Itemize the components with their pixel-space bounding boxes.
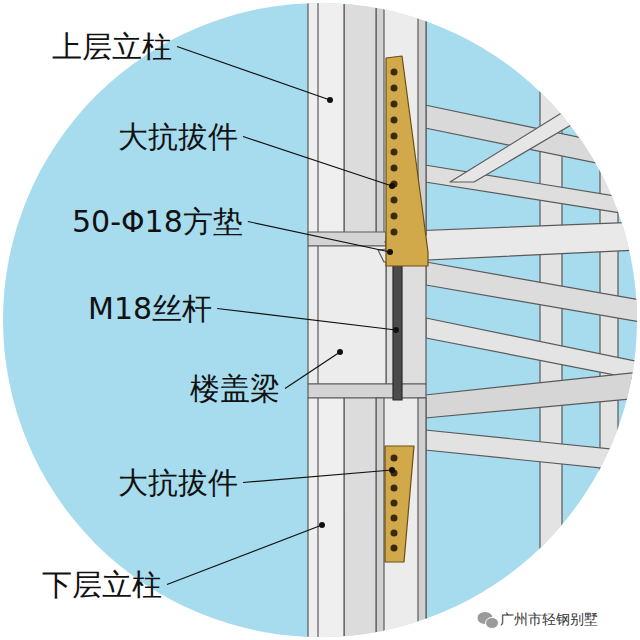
bolt-hole <box>391 165 398 172</box>
floor-joist-bottom <box>425 372 640 418</box>
chat-bubble <box>486 618 499 629</box>
leader-dot <box>327 97 333 103</box>
bolt-hole <box>391 85 398 92</box>
watermark: 广州市轻钢别墅 <box>500 612 598 627</box>
watermark-icon <box>477 612 499 629</box>
bolt-holes <box>391 69 398 236</box>
steel-stud <box>600 0 618 640</box>
part-label: 上层立柱 <box>52 30 172 63</box>
steel-stud <box>540 0 562 640</box>
part-label: 大抗拔件 <box>118 120 238 153</box>
upper-stud <box>308 0 344 235</box>
stud-flange <box>376 398 384 640</box>
part-label: 大抗拔件 <box>118 466 238 499</box>
floor-joist <box>426 318 640 380</box>
truss-web <box>520 20 640 60</box>
bolt-hole <box>391 149 398 156</box>
steel-stud <box>376 398 426 640</box>
leader-line <box>217 309 396 331</box>
steel-stud <box>344 398 376 640</box>
hold-down <box>385 446 414 562</box>
bolt-hole <box>391 500 398 507</box>
stud-flange <box>376 0 384 235</box>
leader-line <box>243 137 392 187</box>
stud-lip <box>317 0 318 232</box>
bolt-hole <box>391 530 398 537</box>
truss-chord <box>425 165 640 216</box>
leader-line <box>243 470 392 483</box>
lower-stud <box>308 398 344 640</box>
bolt-hole <box>391 197 398 204</box>
bolt-hole <box>391 229 398 236</box>
leader-dot <box>389 467 395 473</box>
truss-web <box>450 104 600 182</box>
stud-flange <box>418 398 426 640</box>
bolt-hole <box>391 133 398 140</box>
beam-flange <box>308 384 426 398</box>
steel-members <box>308 0 640 640</box>
part-label: M18丝杆 <box>88 292 212 325</box>
steel-stud <box>344 0 376 235</box>
part-label: 楼盖梁 <box>190 372 280 405</box>
leader-line <box>177 47 330 101</box>
bolt-hole <box>391 117 398 124</box>
leader-dot <box>389 183 395 189</box>
beam-flange <box>308 232 386 246</box>
bolt-hole <box>391 101 398 108</box>
wall-track <box>425 430 640 472</box>
part-label: 50-Φ18方垫 <box>72 205 243 238</box>
stud-lip <box>317 398 318 640</box>
floor-joist <box>426 262 640 322</box>
floor-beam <box>308 246 386 384</box>
leader-dot <box>387 249 393 255</box>
leader-line <box>285 352 340 389</box>
bolt-hole <box>391 455 398 462</box>
leader-line <box>248 222 390 253</box>
bolt-hole <box>391 485 398 492</box>
bolt-hole <box>391 213 398 220</box>
bolt-hole <box>391 545 398 552</box>
hold-down <box>386 56 428 266</box>
bolt-hole <box>391 515 398 522</box>
bolt-hole <box>391 69 398 76</box>
leader-dot <box>319 522 325 528</box>
leader-dot <box>337 349 343 355</box>
leader-dot <box>393 327 399 333</box>
beam-lip <box>317 246 318 384</box>
joist-web <box>386 262 426 384</box>
part-label: 下层立柱 <box>42 568 162 601</box>
leader-line <box>167 525 322 585</box>
